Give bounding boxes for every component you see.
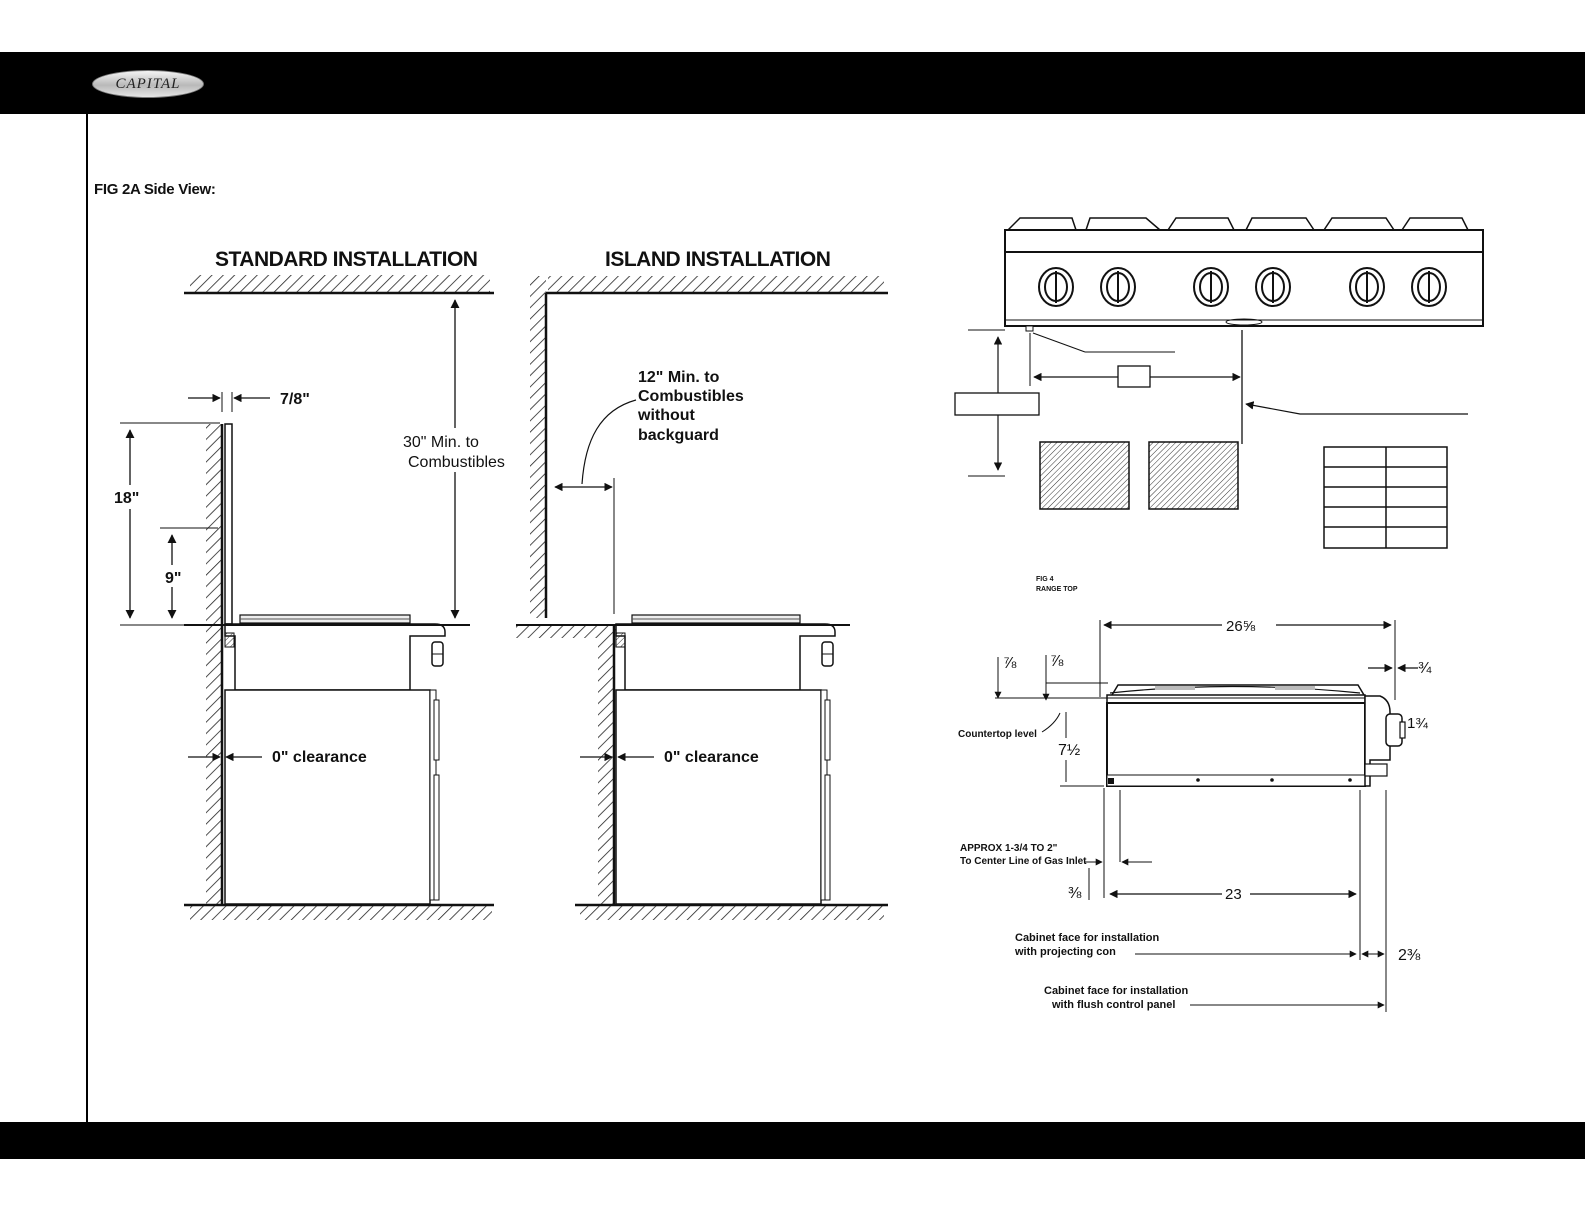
gas-note-line1: APPROX 1-3/4 TO 2" [960,843,1058,854]
dim-height: 7½ [1058,742,1080,759]
figure-caption: FIG 2A Side View: [94,181,216,198]
cabinet-note-line4: with flush control panel [1051,999,1175,1011]
island-note-line4: backguard [638,427,719,444]
backguard [224,423,233,625]
dim-backguard-gap: 7/8" [280,391,310,408]
spec-table [1323,446,1448,549]
island-note-line2: Combustibles [638,388,744,405]
cabinet-note-line2: with projecting con [1014,946,1116,958]
dim-top-left: ⅞ [1003,655,1017,672]
standard-title: STANDARD INSTALLATION [215,248,477,271]
dim-left-small: ⅜ [1068,885,1082,902]
range-top-side-view: 26⅝ ⅞ ⅞ ¾ 1¾ Countertop level [958,613,1432,1012]
floor-hatch [190,906,492,920]
capital-logo: CAPITAL [92,70,204,98]
clearance-standard: 0" clearance [272,749,367,766]
clearance-island: 0" clearance [664,749,759,766]
front-knobs [1038,267,1447,307]
fig4-title: RANGE TOP [1036,586,1078,593]
left-margin-rule [86,114,88,1122]
cabinet-note-line1: Cabinet face for installation [1015,932,1160,944]
dim-backguard-low: 9" [165,570,181,587]
island-title: ISLAND INSTALLATION [605,248,830,271]
island-installation: ISLAND INSTALLATION 12" Min. to Combu [516,248,888,920]
dim-depth: 23 [1225,886,1242,903]
dim-backguard-height: 18" [114,490,139,507]
ceiling-hatch [190,275,490,292]
wall-hatch [206,424,222,904]
header-bar [0,52,1585,114]
fig4-label: FIG 4 [1036,576,1054,583]
gas-note-line2: To Center Line of Gas Inlet [960,856,1087,867]
dim-top-right: ⅞ [1050,653,1064,670]
front-view: FIG 4 RANGE TOP [954,217,1484,593]
cabinet [224,689,431,905]
island-note-line3: without [637,407,696,424]
countertop-label: Countertop level [958,729,1037,740]
dim-width: 26⅝ [1226,618,1256,635]
range-top-body [1106,702,1366,787]
dim-knob: 1¾ [1407,715,1428,732]
cabinet-note-line3: Cabinet face for installation [1044,985,1189,997]
standard-installation: STANDARD INSTALLATION 7/8" [113,248,512,920]
range-body [224,623,446,691]
dim-right-bottom: 2⅜ [1398,947,1421,964]
logo-text: CAPITAL [115,75,181,92]
control-panel [1004,251,1484,327]
dim-overhead-line2: Combustibles [408,454,505,471]
dim-right-top: ¾ [1418,660,1432,677]
dim-overhead-line1: 30" Min. to [403,434,479,451]
footer-bar [0,1122,1585,1159]
cooktop-top-edge [1004,229,1484,253]
island-note-line1: 12" Min. to [638,369,720,386]
